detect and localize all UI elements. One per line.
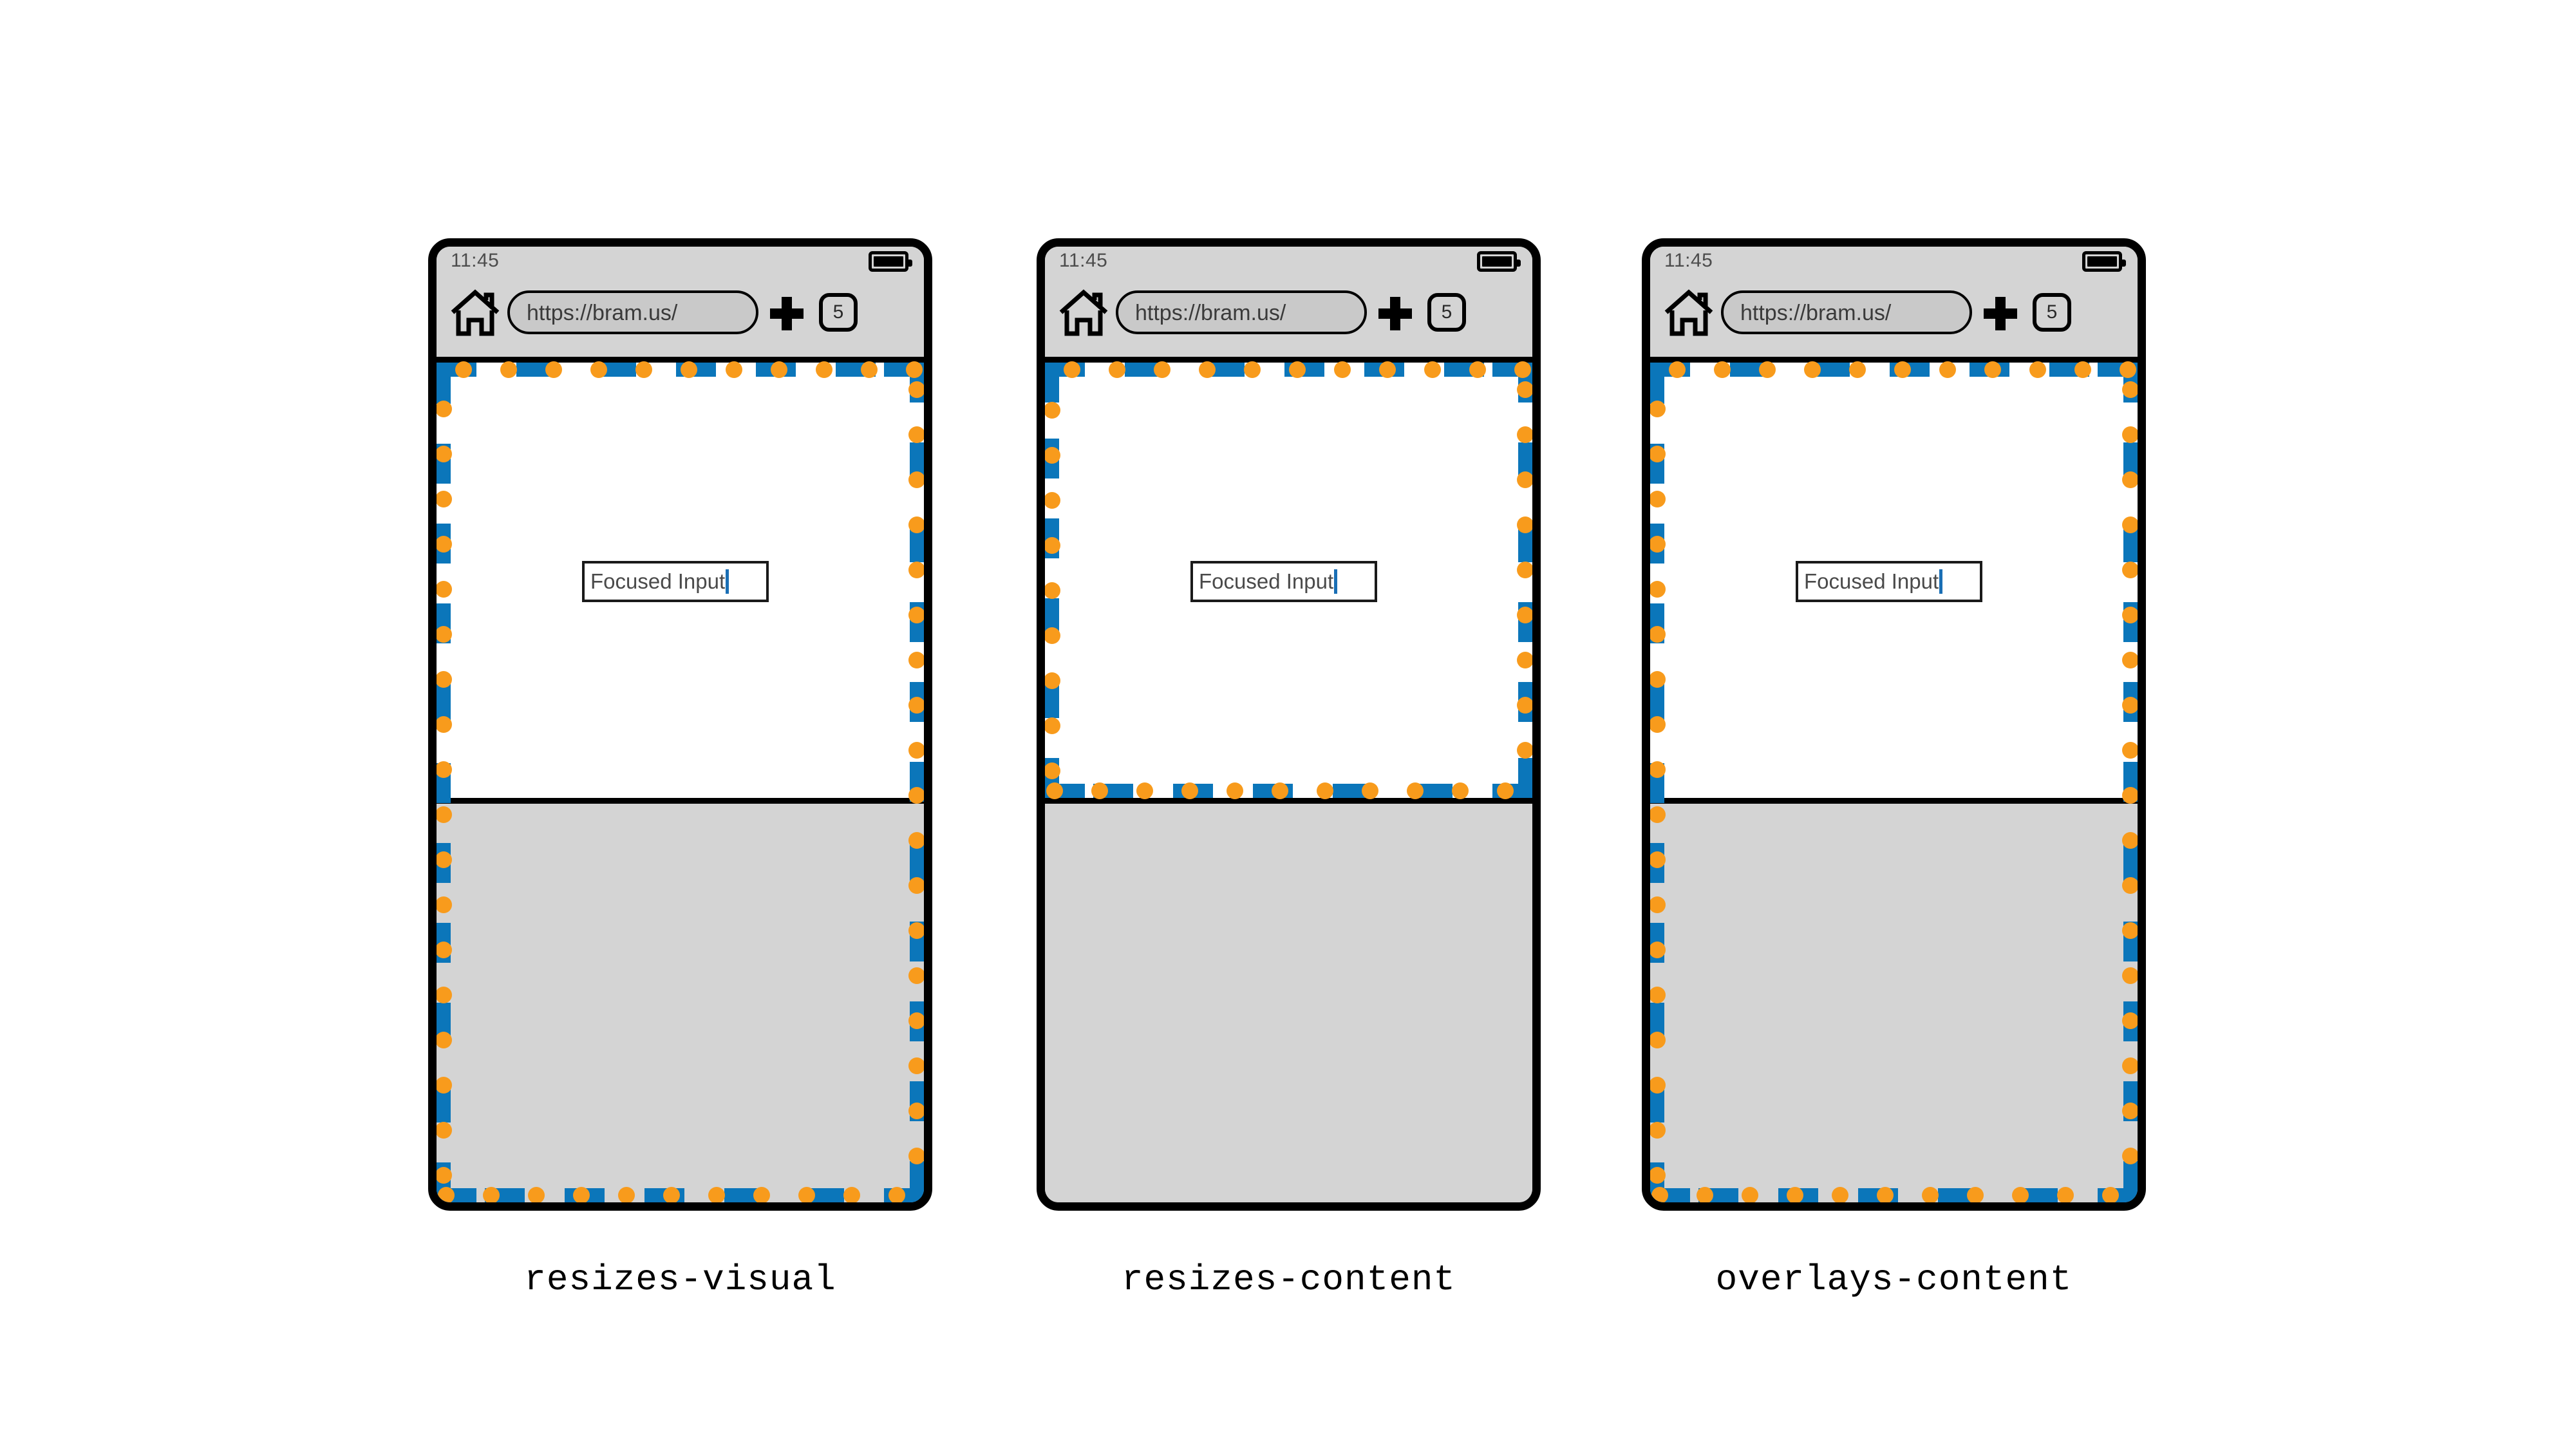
url-bar[interactable]: https://bram.us/ xyxy=(1721,290,1972,334)
url-text: https://bram.us/ xyxy=(1740,301,1892,325)
plus-icon[interactable] xyxy=(770,297,804,330)
url-text: https://bram.us/ xyxy=(527,301,678,325)
url-bar[interactable]: https://bram.us/ xyxy=(1116,290,1367,334)
home-icon[interactable] xyxy=(1059,289,1108,337)
browser-toolbar: https://bram.us/ 5 xyxy=(1045,275,1532,357)
status-bar: 11:45 xyxy=(1045,247,1532,275)
plus-icon[interactable] xyxy=(1378,297,1412,330)
phone-resizes-visual: 11:45 https://bram.us/ 5 Focused Input xyxy=(428,238,932,1211)
status-clock: 11:45 xyxy=(451,250,500,271)
status-bar: 11:45 xyxy=(437,247,924,275)
caption-resizes-visual: resizes-visual xyxy=(524,1259,836,1300)
tab-count-button[interactable]: 5 xyxy=(819,293,858,332)
status-clock: 11:45 xyxy=(1664,250,1713,271)
battery-full-icon xyxy=(2082,251,2126,272)
tab-count-button[interactable]: 5 xyxy=(2033,293,2071,332)
virtual-keyboard[interactable] xyxy=(1650,798,2138,1202)
plus-icon[interactable] xyxy=(1984,297,2017,330)
home-icon[interactable] xyxy=(451,289,500,337)
focused-input-value: Focused Input xyxy=(1804,569,1939,593)
caption-resizes-content: resizes-content xyxy=(1121,1259,1456,1300)
phone-resizes-content: 11:45 https://bram.us/ 5 Focused Input xyxy=(1037,238,1541,1211)
text-caret xyxy=(1334,569,1338,594)
focused-input[interactable]: Focused Input xyxy=(1796,561,1982,602)
url-text: https://bram.us/ xyxy=(1135,301,1286,325)
text-caret xyxy=(1939,569,1943,594)
browser-chrome: 11:45 https://bram.us/ 5 xyxy=(1650,247,2138,363)
focused-input-value: Focused Input xyxy=(1199,569,1334,593)
browser-chrome: 11:45 https://bram.us/ 5 xyxy=(1045,247,1532,363)
status-clock: 11:45 xyxy=(1059,250,1108,271)
focused-input[interactable]: Focused Input xyxy=(582,561,769,602)
browser-chrome: 11:45 https://bram.us/ 5 xyxy=(437,247,924,363)
browser-toolbar: https://bram.us/ 5 xyxy=(1650,275,2138,357)
tab-count-button[interactable]: 5 xyxy=(1427,293,1466,332)
text-caret xyxy=(726,569,729,594)
focused-input-value: Focused Input xyxy=(590,569,726,593)
virtual-keyboard[interactable] xyxy=(1045,798,1532,1202)
browser-toolbar: https://bram.us/ 5 xyxy=(437,275,924,357)
home-icon[interactable] xyxy=(1664,289,1713,337)
phone-overlays-content: 11:45 https://bram.us/ 5 Focused Input xyxy=(1642,238,2146,1211)
battery-full-icon xyxy=(869,251,912,272)
caption-overlays-content: overlays-content xyxy=(1715,1259,2073,1300)
status-bar: 11:45 xyxy=(1650,247,2138,275)
virtual-keyboard[interactable] xyxy=(437,798,924,1202)
focused-input[interactable]: Focused Input xyxy=(1190,561,1377,602)
url-bar[interactable]: https://bram.us/ xyxy=(507,290,758,334)
battery-full-icon xyxy=(1477,251,1521,272)
